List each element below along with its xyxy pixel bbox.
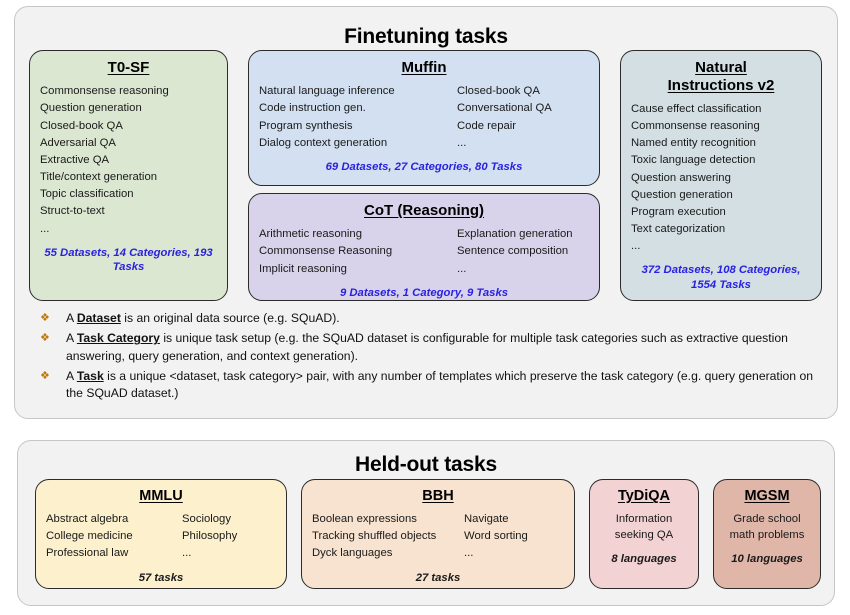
list-item: Cause effect classification (631, 103, 762, 115)
list-item: Question answering (631, 171, 731, 184)
list-item-ellipsis: ... (457, 262, 467, 275)
list-item: Abstract algebra (46, 512, 129, 525)
card-muffin-items: Natural language inference Code instruct… (259, 83, 589, 152)
list-item: Program synthesis (259, 119, 353, 132)
definition-prefix: A (66, 331, 77, 346)
card-mgsm-stat: 10 languages (731, 553, 803, 566)
card-niv2-items: Cause effect classification Commonsense … (631, 101, 811, 255)
diamond-bullet-icon: ❖ (40, 332, 50, 345)
card-bbh: BBH Boolean expressions Tracking shuffle… (301, 479, 575, 589)
definition-text: A Task is a unique <dataset, task catego… (66, 368, 818, 403)
list-item: Dialog context generation (259, 136, 388, 149)
list-item: Program execution (631, 205, 726, 218)
card-niv2-title: Natural Instructions v2 (631, 59, 811, 95)
list-item-ellipsis: ... (464, 547, 474, 559)
card-muffin: Muffin Natural language inference Code i… (248, 50, 600, 186)
finetuning-panel-title: Finetuning tasks (344, 25, 508, 48)
list-item: Topic classification (40, 188, 134, 201)
card-mmlu: MMLU Abstract algebra College medicine P… (35, 479, 287, 589)
list-item: Philosophy (182, 529, 238, 542)
card-bbh-title: BBH (422, 488, 454, 504)
list-item-ellipsis: ... (40, 222, 50, 235)
definitions-list: ❖ A Dataset is an original data source (… (38, 310, 818, 406)
definition-term: Dataset (76, 311, 121, 325)
list-item: Commonsense reasoning (631, 120, 760, 133)
card-cot-reasoning: CoT (Reasoning) Arithmetic reasoning Com… (248, 193, 600, 301)
list-item: Code repair (457, 119, 517, 132)
card-mgsm-description: Grade school math problems (729, 512, 805, 542)
card-tydiqa-stat: 8 languages (611, 553, 677, 566)
card-niv2-stat: 372 Datasets, 108 Categories, 1554 Tasks (641, 264, 801, 292)
card-cot-title: CoT (Reasoning) (364, 202, 484, 219)
list-item: Extractive QA (40, 153, 110, 166)
list-item: Adversarial QA (40, 136, 116, 149)
list-item: Named entity recognition (631, 137, 756, 150)
list-item: Question generation (631, 188, 733, 201)
list-item-ellipsis: ... (457, 136, 467, 149)
list-item: Toxic language detection (631, 154, 756, 167)
card-muffin-title: Muffin (401, 59, 447, 76)
definition-text: A Dataset is an original data source (e.… (66, 310, 818, 327)
card-t0-sf-title: T0-SF (107, 59, 150, 76)
definition-suffix: is a unique <dataset, task category> pai… (66, 368, 814, 401)
definition-prefix: A (66, 368, 77, 383)
list-item: Professional law (46, 547, 129, 559)
card-natural-instructions-v2: Natural Instructions v2 Cause effect cla… (620, 50, 822, 301)
list-item: Explanation generation (457, 228, 573, 241)
list-item: Tracking shuffled objects (312, 529, 437, 542)
list-item: Implicit reasoning (259, 262, 347, 275)
definition-prefix: A (66, 311, 77, 325)
list-item: Struct-to-text (40, 205, 105, 218)
list-item: Boolean expressions (312, 512, 417, 525)
card-cot-items: Arithmetic reasoning Commonsense Reasoni… (259, 226, 589, 277)
card-tydiqa: TyDiQA Information seeking QA 8 language… (589, 479, 699, 589)
list-item: Arithmetic reasoning (259, 228, 362, 241)
list-item: Closed-book QA (457, 85, 540, 98)
definition-item-dataset: ❖ A Dataset is an original data source (… (38, 310, 818, 327)
list-item: Commonsense reasoning (40, 85, 169, 98)
card-mmlu-title: MMLU (139, 488, 183, 504)
list-item: College medicine (46, 529, 133, 542)
list-item: Navigate (464, 512, 509, 525)
list-item: Natural language inference (259, 85, 395, 98)
held-out-panel-title: Held-out tasks (355, 453, 497, 476)
list-item: Conversational QA (457, 102, 552, 115)
list-item: Title/context generation (40, 171, 158, 184)
list-item: Word sorting (464, 529, 528, 542)
card-tydiqa-title: TyDiQA (617, 488, 671, 504)
list-item: Closed-book QA (40, 119, 123, 132)
list-item: Sociology (182, 512, 231, 525)
definition-text: A Task Category is unique task setup (e.… (66, 330, 818, 365)
diamond-bullet-icon: ❖ (40, 312, 50, 324)
definition-term: Task Category (76, 331, 160, 346)
card-mmlu-items: Abstract algebra College medicine Profes… (46, 511, 276, 562)
card-mgsm-title: MGSM (744, 488, 790, 504)
list-item: Question generation (40, 102, 142, 115)
card-bbh-items: Boolean expressions Tracking shuffled ob… (312, 511, 564, 562)
card-mgsm: MGSM Grade school math problems 10 langu… (713, 479, 821, 589)
list-item: Commonsense Reasoning (259, 245, 393, 258)
list-item: Text categorization (631, 223, 726, 236)
card-mmlu-stat: 57 tasks (138, 572, 184, 585)
definition-suffix: is unique task setup (e.g. the SQuAD dat… (66, 331, 788, 363)
list-item: Dyck languages (312, 547, 393, 559)
card-niv2-title-line2: Instructions v2 (667, 77, 775, 94)
card-t0-sf-stat: 55 Datasets, 14 Categories, 193 Tasks (44, 246, 213, 274)
card-cot-stat: 9 Datasets, 1 Category, 9 Tasks (339, 286, 509, 299)
list-item-ellipsis: ... (631, 240, 641, 253)
card-bbh-stat: 27 tasks (415, 572, 461, 585)
diamond-bullet-icon: ❖ (40, 369, 50, 382)
card-niv2-title-line1: Natural (695, 59, 747, 76)
card-t0-sf: T0-SF Commonsense reasoning Question gen… (29, 50, 228, 301)
card-muffin-stat: 69 Datasets, 27 Categories, 80 Tasks (325, 160, 523, 173)
list-item: Sentence composition (457, 245, 569, 258)
definition-item-task: ❖ A Task is a unique <dataset, task cate… (38, 368, 818, 403)
card-tydiqa-description: Information seeking QA (614, 512, 674, 542)
definition-term: Task (76, 368, 104, 383)
definition-suffix: is an original data source (e.g. SQuAD). (120, 311, 340, 325)
definition-item-task-category: ❖ A Task Category is unique task setup (… (38, 330, 818, 365)
card-t0-sf-items: Commonsense reasoning Question generatio… (40, 83, 217, 237)
list-item-ellipsis: ... (182, 547, 192, 559)
list-item: Code instruction gen. (259, 102, 366, 115)
